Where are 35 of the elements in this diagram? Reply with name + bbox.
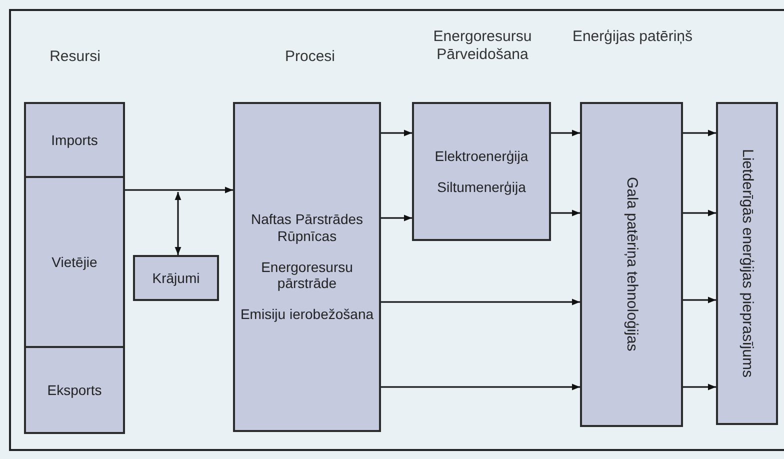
box-label: Energoresursu pārstrāde bbox=[260, 258, 354, 292]
process-box bbox=[233, 102, 381, 432]
box-label: Elektroenerģija bbox=[434, 148, 528, 164]
process-box bbox=[716, 102, 778, 425]
process-box bbox=[24, 176, 125, 348]
process-box bbox=[412, 102, 551, 241]
arrow bbox=[683, 296, 716, 304]
box-label: Vietējie bbox=[52, 254, 98, 270]
box-label: Gala patēriņa tehnoloģijas bbox=[622, 177, 640, 352]
box-label: Krājumi bbox=[152, 270, 200, 286]
arrow bbox=[683, 130, 716, 136]
column-heading: Procesi bbox=[284, 48, 336, 66]
arrow bbox=[551, 210, 580, 216]
process-box bbox=[24, 346, 125, 434]
box-label: Lietderīgās enerģijas pieprasījums bbox=[738, 149, 756, 378]
box-label: Emisiju ierobežošana bbox=[240, 306, 374, 323]
column-heading: Resursi bbox=[48, 48, 102, 66]
arrow bbox=[174, 192, 182, 255]
arrow bbox=[683, 210, 716, 216]
arrow bbox=[381, 298, 580, 306]
arrow bbox=[381, 214, 412, 222]
column-heading: Energoresursu Pārveidošana bbox=[432, 28, 533, 64]
arrow bbox=[381, 130, 412, 136]
box-label: Eksports bbox=[47, 382, 102, 398]
box-label: Naftas Pārstrādes Rūpnīcas bbox=[250, 211, 364, 245]
box-label: Siltumenerģija bbox=[437, 178, 526, 196]
arrow bbox=[683, 384, 716, 390]
arrow bbox=[381, 384, 580, 390]
column-heading: Enerģijas patēriņš bbox=[571, 28, 694, 46]
arrow bbox=[125, 186, 233, 194]
process-box bbox=[133, 255, 219, 301]
process-box bbox=[580, 102, 683, 427]
arrow bbox=[551, 130, 580, 136]
process-box bbox=[24, 102, 125, 178]
box-label: Imports bbox=[51, 132, 98, 148]
